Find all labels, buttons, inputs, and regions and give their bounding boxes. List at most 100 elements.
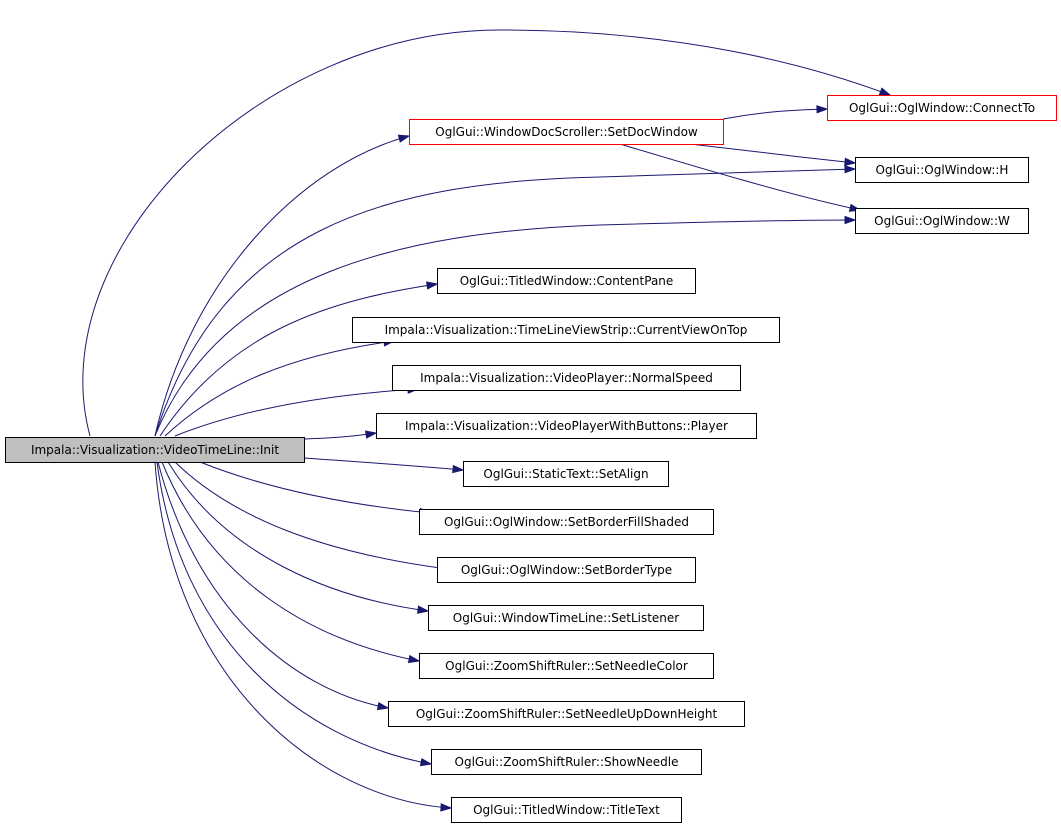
node-box: [409, 119, 724, 145]
node-label: Impala::Visualization::TimeLineViewStrip…: [385, 323, 748, 337]
node-currentviewontop[interactable]: Impala::Visualization::TimeLineViewStrip…: [352, 317, 780, 343]
edge-init-to-setborderfillshaded: [199, 461, 432, 517]
node-box: [451, 797, 682, 823]
node-label: OglGui::OglWindow::W: [874, 214, 1010, 228]
call-graph-edges: [82, 29, 892, 812]
root-node-init: Impala::Visualization::VideoTimeLine::In…: [5, 437, 305, 463]
arrowhead-icon: [452, 464, 465, 474]
edge-setdocwindow-to-h: [689, 143, 857, 167]
edge-init-to-h: [154, 165, 857, 437]
edge-init-to-setlistener: [167, 461, 430, 614]
node-w[interactable]: OglGui::OglWindow::W: [855, 208, 1029, 234]
node-box: [431, 749, 702, 775]
edge-init-to-setneedlecolor: [161, 461, 421, 664]
edge-init-to-player: [303, 430, 378, 440]
edge-setdocwindow-to-connectto: [722, 105, 829, 120]
node-box: [376, 413, 757, 439]
edge-line: [82, 29, 891, 437]
edge-line: [161, 461, 420, 662]
edge-init-to-w: [154, 215, 857, 437]
node-label: OglGui::OglWindow::ConnectTo: [849, 101, 1035, 115]
arrowhead-icon: [419, 758, 433, 767]
edge-line: [154, 135, 410, 437]
node-box: [437, 557, 696, 583]
node-box: [463, 461, 669, 487]
node-h[interactable]: OglGui::OglWindow::H: [855, 157, 1029, 183]
arrowhead-icon: [844, 157, 857, 167]
node-label: Impala::Visualization::VideoTimeLine::In…: [31, 443, 279, 457]
edge-line: [174, 461, 449, 570]
edge-init-to-contentpane: [159, 281, 439, 437]
node-label: OglGui::TitledWindow::ContentPane: [460, 274, 674, 288]
node-label: Impala::Visualization::VideoPlayer::Norm…: [420, 371, 713, 385]
node-box: [428, 605, 704, 631]
arrowhead-icon: [844, 165, 857, 174]
node-label: OglGui::ZoomShiftRuler::ShowNeedle: [455, 755, 679, 769]
node-label: OglGui::TitledWindow::TitleText: [473, 803, 660, 817]
node-label: OglGui::ZoomShiftRuler::SetNeedleColor: [445, 659, 688, 673]
node-box: [419, 509, 714, 535]
node-box: [855, 208, 1029, 234]
node-normalspeed[interactable]: Impala::Visualization::VideoPlayer::Norm…: [392, 365, 741, 391]
node-box: [392, 365, 741, 391]
arrowhead-icon: [365, 430, 378, 439]
node-connectto[interactable]: OglGui::OglWindow::ConnectTo: [827, 95, 1057, 121]
node-setborderfillshaded[interactable]: OglGui::OglWindow::SetBorderFillShaded: [419, 509, 714, 535]
node-label: OglGui::StaticText::SetAlign: [483, 467, 648, 481]
node-box: [419, 653, 714, 679]
arrowhead-icon: [844, 215, 857, 225]
node-box: [352, 317, 780, 343]
edge-init-to-setbordertype: [174, 461, 450, 572]
arrowhead-icon: [397, 134, 411, 143]
edge-line: [199, 461, 431, 514]
call-graph-nodes: Impala::Visualization::VideoTimeLine::In…: [5, 95, 1057, 823]
edge-line: [303, 457, 464, 471]
edge-init-to-connectto: [82, 29, 892, 437]
node-setdocwindow[interactable]: OglGui::WindowDocScroller::SetDocWindow: [409, 119, 724, 145]
arrowhead-icon: [440, 803, 453, 812]
node-label: OglGui::OglWindow::SetBorderType: [461, 563, 672, 577]
node-setlistener[interactable]: OglGui::WindowTimeLine::SetListener: [428, 605, 704, 631]
edge-line: [154, 219, 856, 437]
node-setbordertype[interactable]: OglGui::OglWindow::SetBorderType: [437, 557, 696, 583]
edge-init-to-setdocwindow: [154, 134, 411, 437]
node-label: OglGui::WindowTimeLine::SetListener: [453, 611, 680, 625]
node-box: [437, 268, 696, 294]
node-player[interactable]: Impala::Visualization::VideoPlayerWithBu…: [376, 413, 757, 439]
node-label: OglGui::WindowDocScroller::SetDocWindow: [435, 125, 698, 139]
edge-line: [303, 432, 377, 440]
edge-line: [157, 461, 389, 709]
node-setneedleupdownheight[interactable]: OglGui::ZoomShiftRuler::SetNeedleUpDownH…: [388, 701, 745, 727]
arrowhead-icon: [376, 702, 390, 711]
node-box: [388, 701, 745, 727]
arrowhead-icon: [407, 654, 421, 664]
edge-init-to-setalign: [303, 457, 465, 474]
edge-line: [159, 283, 438, 437]
edge-setdocwindow-to-w: [619, 143, 862, 212]
node-box: [827, 95, 1057, 121]
node-showneedle[interactable]: OglGui::ZoomShiftRuler::ShowNeedle: [431, 749, 702, 775]
node-box: [855, 157, 1029, 183]
node-label: Impala::Visualization::VideoPlayerWithBu…: [405, 419, 728, 433]
edge-line: [154, 168, 856, 437]
arrowhead-icon: [878, 87, 892, 96]
node-setneedlecolor[interactable]: OglGui::ZoomShiftRuler::SetNeedleColor: [419, 653, 714, 679]
edge-line: [154, 461, 452, 809]
node-titletext[interactable]: OglGui::TitledWindow::TitleText: [451, 797, 682, 823]
edge-line: [619, 143, 861, 211]
arrowhead-icon: [816, 105, 829, 114]
edge-line: [156, 461, 432, 765]
node-setalign[interactable]: OglGui::StaticText::SetAlign: [463, 461, 669, 487]
edge-line: [164, 340, 395, 437]
node-label: OglGui::ZoomShiftRuler::SetNeedleUpDownH…: [416, 707, 718, 721]
edge-init-to-showneedle: [156, 461, 433, 767]
node-box: [5, 437, 305, 463]
node-contentpane[interactable]: OglGui::TitledWindow::ContentPane: [437, 268, 696, 294]
edge-init-to-titletext: [154, 461, 453, 812]
node-label: OglGui::OglWindow::SetBorderFillShaded: [444, 515, 689, 529]
arrowhead-icon: [426, 281, 439, 290]
node-label: OglGui::OglWindow::H: [876, 163, 1009, 177]
edge-line: [722, 108, 828, 120]
arrowhead-icon: [417, 605, 430, 614]
